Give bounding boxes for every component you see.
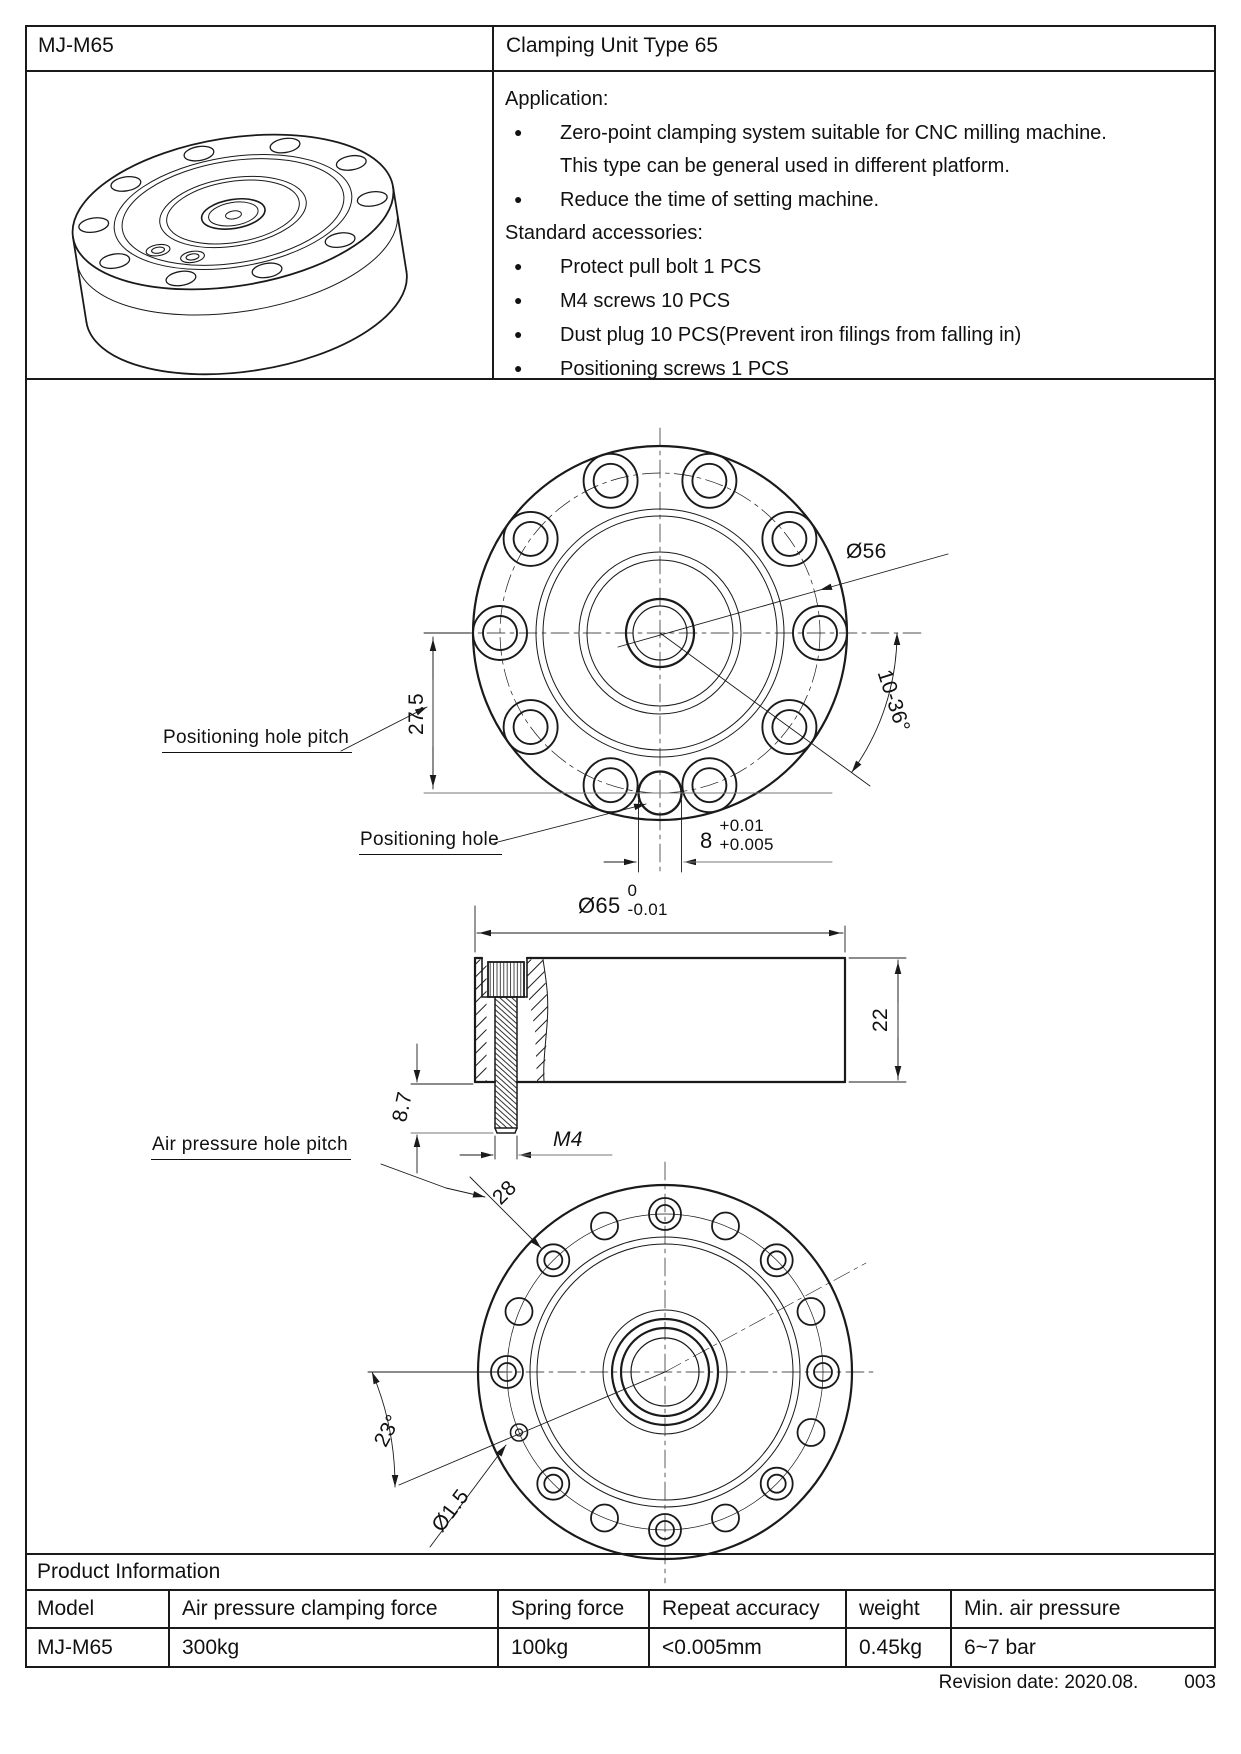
outer-diameter-tolerance: 0 -0.01 xyxy=(627,881,668,919)
application-heading: Application: xyxy=(505,88,609,110)
dim-body-height: 22 xyxy=(869,1008,892,1032)
description-block: Application: Zero-point clamping system … xyxy=(505,83,1205,386)
bullet-icon xyxy=(505,116,560,150)
column-header-repeat-accuracy: Repeat accuracy xyxy=(648,1589,845,1627)
dim-outer-diameter: Ø65 0 -0.01 xyxy=(578,881,668,919)
accessory-item-2: M4 screws 10 PCS xyxy=(505,284,1205,318)
bullet-icon xyxy=(505,284,560,318)
revision-date: Revision date: 2020.08. xyxy=(938,1672,1139,1693)
cell-min-air-pressure: 6~7 bar xyxy=(950,1627,1216,1666)
application-bullet-2: Reduce the time of setting machine. xyxy=(505,183,1205,217)
sheet-border xyxy=(25,25,1216,1668)
isometric-view xyxy=(71,133,408,376)
positioning-hole-pitch-label: Positioning hole pitch xyxy=(162,727,353,753)
application-bullet-1: Zero-point clamping system suitable for … xyxy=(505,116,1205,150)
air-pressure-hole-pitch-label: Air pressure hole pitch xyxy=(151,1134,351,1160)
cell-clamping-force: 300kg xyxy=(168,1627,497,1666)
bullet-icon xyxy=(505,352,560,386)
title-row-divider xyxy=(25,70,1216,72)
description-section-divider xyxy=(25,378,1216,380)
title-column-divider xyxy=(492,25,494,380)
accessory-item-3: Dust plug 10 PCS(Prevent iron filings fr… xyxy=(505,318,1205,352)
accessory-item-1: Protect pull bolt 1 PCS xyxy=(505,250,1205,284)
top-view xyxy=(454,427,926,873)
dim-positioning-hole-size: 8 +0.01 +0.005 xyxy=(700,816,774,854)
product-title: Clamping Unit Type 65 xyxy=(506,34,719,57)
model-code: MJ-M65 xyxy=(38,34,114,57)
application-bullet-1-continued: This type can be general used in differe… xyxy=(560,155,1010,177)
product-info-grid: Model Air pressure clamping force Spring… xyxy=(25,1589,1216,1666)
bullet-icon xyxy=(505,318,560,352)
bullet-icon xyxy=(505,183,560,217)
positioning-hole-label: Positioning hole xyxy=(359,829,502,855)
dim-positioning-hole-pitch: 27.5 xyxy=(405,692,428,736)
accessory-item-4: Positioning screws 1 PCS xyxy=(505,352,1205,386)
positioning-hole-tolerance: +0.01 +0.005 xyxy=(719,816,774,854)
dim-thread-size: M4 xyxy=(553,1128,583,1151)
section-view xyxy=(473,956,847,1134)
cell-spring-force: 100kg xyxy=(497,1627,648,1666)
product-info-title: Product Information xyxy=(25,1553,1216,1589)
dimension-lines xyxy=(340,553,949,1548)
accessories-heading: Standard accessories: xyxy=(505,222,703,244)
dim-bolt-circle-diameter: Ø56 xyxy=(846,540,887,563)
bullet-icon xyxy=(505,250,560,284)
column-header-spring-force: Spring force xyxy=(497,1589,648,1627)
cell-repeat-accuracy: <0.005mm xyxy=(648,1627,845,1666)
document-number: 003 xyxy=(1184,1672,1216,1693)
product-info-table: Product Information Model Air pressure c… xyxy=(25,1553,1216,1666)
footer: Revision date: 2020.08. 003 xyxy=(600,1672,1216,1694)
column-header-weight: weight xyxy=(845,1589,950,1627)
cell-weight: 0.45kg xyxy=(845,1627,950,1666)
column-header-clamping-force: Air pressure clamping force xyxy=(168,1589,497,1627)
column-header-model: Model xyxy=(25,1589,168,1627)
column-header-min-air-pressure: Min. air pressure xyxy=(950,1589,1216,1627)
cell-model: MJ-M65 xyxy=(25,1627,168,1666)
